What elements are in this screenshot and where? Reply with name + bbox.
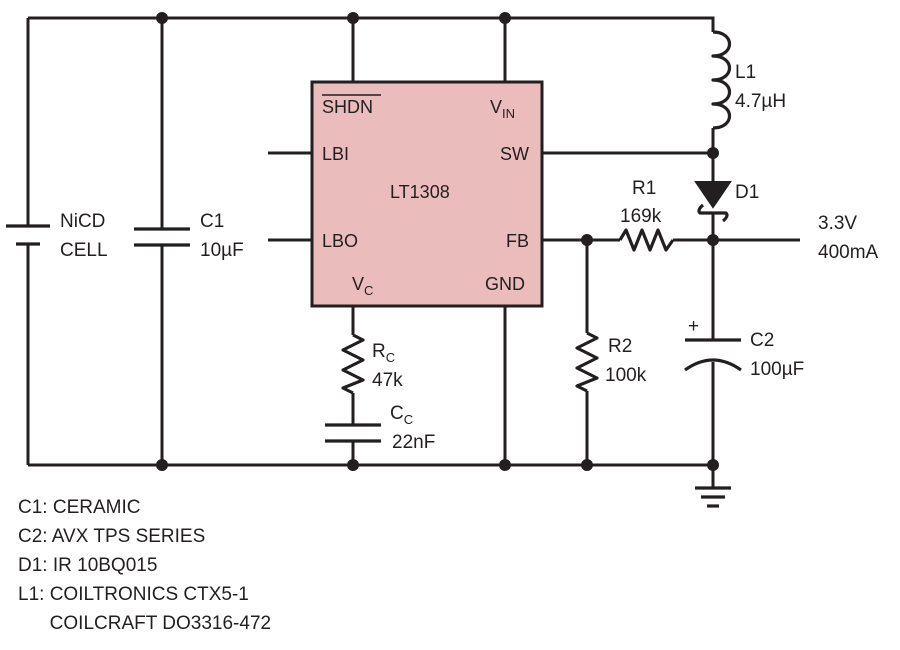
component-notes: C1: CERAMIC C2: AVX TPS SERIES D1: IR 10…	[18, 493, 271, 638]
note-d1: D1: IR 10BQ015	[18, 555, 158, 576]
junction-dot	[707, 234, 719, 246]
battery-symbol	[6, 224, 50, 246]
r1-ref-label: R1	[632, 178, 656, 199]
pin-fb-label: FB	[506, 231, 529, 251]
cc-value-label: 22nF	[392, 432, 435, 453]
c1-ref-label: C1	[200, 211, 224, 232]
r2-value-label: 100k	[605, 365, 647, 386]
junction-dot	[499, 12, 511, 24]
l1-value-label: 4.7µH	[735, 91, 786, 112]
l1-inductor-symbol	[711, 30, 731, 130]
ic-body	[310, 80, 544, 308]
c2-value-label: 100µF	[750, 359, 804, 380]
pin-lbo-label: LBO	[322, 231, 358, 251]
rc-resistor-symbol	[341, 333, 365, 395]
pin-gnd-label: GND	[485, 274, 525, 294]
d1-ref-label: D1	[735, 182, 759, 203]
pin-vin-label: VIN	[490, 97, 515, 121]
rc-ref-label: RC	[372, 341, 395, 365]
note-c1: C1: CERAMIC	[18, 497, 141, 518]
ground-symbol	[695, 486, 731, 508]
note-l1-alt: COILCRAFT DO3316-472	[18, 613, 272, 634]
junction-dot	[707, 147, 719, 159]
pin-shdn-label: SHDN	[322, 97, 373, 117]
r2-ref-label: R2	[608, 336, 632, 357]
r1-value-label: 169k	[620, 206, 662, 227]
c2-polarity-mark: +	[688, 316, 699, 337]
battery-label-line1: NiCD	[60, 211, 105, 232]
r2-resistor-symbol	[575, 331, 599, 393]
c1-capacitor-symbol	[134, 227, 190, 247]
cc-capacitor-symbol	[325, 423, 381, 443]
top-rail-wire	[28, 16, 715, 32]
c2-ref-label: C2	[750, 330, 774, 351]
output-voltage-label: 3.3V	[818, 213, 857, 234]
junction-dot	[707, 459, 719, 471]
pin-lbi-label: LBI	[322, 144, 349, 164]
pin-vc-label: VC	[352, 274, 373, 298]
junction-dot	[347, 459, 359, 471]
junction-dot	[156, 12, 168, 24]
output-current-label: 400mA	[818, 242, 879, 263]
note-l1: L1: COILTRONICS CTX5-1	[18, 584, 249, 605]
junction-dot	[581, 459, 593, 471]
r1-resistor-symbol	[618, 228, 675, 252]
junction-dots	[156, 12, 719, 471]
junction-dot	[581, 234, 593, 246]
l1-ref-label: L1	[735, 62, 756, 83]
c2-capacitor-symbol	[684, 338, 742, 372]
junction-dot	[156, 459, 168, 471]
battery-label-line2: CELL	[60, 240, 108, 261]
pin-sw-label: SW	[500, 144, 529, 164]
note-c2: C2: AVX TPS SERIES	[18, 526, 206, 547]
ic-part-label: LT1308	[390, 182, 450, 202]
rc-value-label: 47k	[372, 370, 403, 391]
junction-dot	[347, 12, 359, 24]
junction-dot	[499, 459, 511, 471]
c1-value-label: 10µF	[200, 240, 244, 261]
cc-ref-label: CC	[390, 403, 413, 427]
